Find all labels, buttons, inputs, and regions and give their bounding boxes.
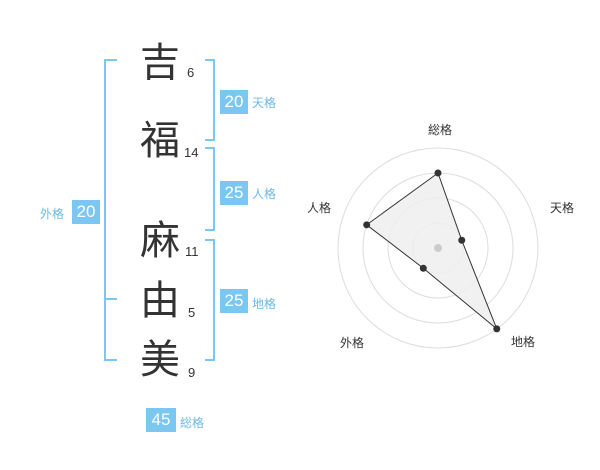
jinkaku-badge: 25 [220, 181, 248, 205]
soukaku-badge: 45 [146, 408, 176, 432]
radar-ring [337, 147, 539, 349]
gaikaku-bracket [104, 59, 117, 361]
radar-axis-label-tenkaku: 天格 [550, 201, 575, 215]
chikaku-label: 地格 [252, 297, 277, 311]
radar-point-2 [458, 236, 466, 244]
gaikaku-label: 外格 [40, 207, 65, 221]
chikaku-bracket [205, 239, 215, 361]
tenkaku-label: 天格 [252, 96, 277, 110]
radar-axis-label-jinkaku: 人格 [307, 201, 332, 215]
name-char-2: 福 [140, 118, 180, 164]
name-char-4: 由 [140, 278, 180, 324]
radar-point-1 [434, 169, 442, 177]
name-char-1: 吉 [140, 40, 180, 86]
chikaku-badge: 25 [220, 289, 248, 313]
tenkaku-bracket [205, 59, 215, 141]
stroke-count-5: 9 [188, 365, 196, 380]
stroke-count-4: 5 [188, 305, 196, 320]
jinkaku-label: 人格 [252, 187, 277, 201]
name-char-3: 麻 [140, 218, 180, 264]
radar-axis-label-gaikaku: 外格 [340, 336, 365, 350]
radar-point-3 [493, 325, 501, 333]
radar-center-dot [434, 244, 442, 252]
radar-polygon [365, 172, 498, 330]
jinkaku-bracket [205, 147, 215, 231]
radar-point-4 [419, 264, 427, 272]
name-char-5: 美 [140, 337, 180, 383]
stroke-count-2: 14 [184, 145, 199, 160]
radar-axis-label-soukaku: 総格 [428, 123, 453, 137]
tenkaku-badge: 20 [220, 90, 248, 114]
radar-point-5 [363, 221, 371, 229]
stroke-count-1: 6 [187, 65, 195, 80]
gaikaku-badge: 20 [72, 200, 100, 224]
radar-axis-label-chikaku: 地格 [511, 335, 536, 349]
soukaku-label: 総格 [180, 416, 205, 430]
stroke-count-3: 11 [185, 244, 199, 259]
